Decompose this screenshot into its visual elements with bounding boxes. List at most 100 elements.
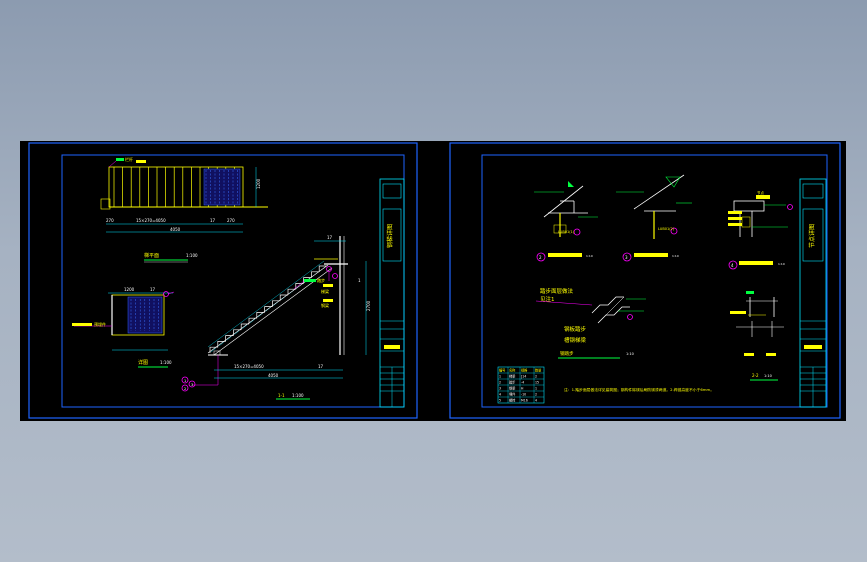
detail-2-num-circle — [622, 252, 632, 262]
detail-1-ref: LUB01(1) — [558, 230, 575, 234]
section-callout-2[interactable] — [181, 384, 189, 392]
table-cell: 梯梁 — [509, 374, 516, 379]
plan-view-scale: 1:100 — [186, 253, 198, 258]
detail-2[interactable]: LUB01(2) 3 1:10 — [616, 174, 692, 262]
step-brace — [226, 336, 232, 341]
step-brace — [210, 347, 217, 353]
callout-3-text: 3 — [191, 383, 193, 387]
stair-step — [318, 265, 327, 272]
plan-dim-right: 270 — [227, 218, 235, 223]
detail-title: 详图 — [138, 359, 148, 366]
section-view-title: 1-1 — [278, 393, 285, 398]
stair-step — [272, 300, 281, 307]
table-cell: 15 — [535, 381, 539, 385]
stair-step — [209, 346, 218, 353]
stair-step — [256, 312, 265, 319]
sheet-border — [28, 142, 418, 419]
detail-1-num-circle — [536, 252, 546, 262]
table-cell: 螺栓 — [509, 398, 516, 403]
table-cell: [14 — [521, 375, 526, 379]
table-header-cell: 编号 — [499, 368, 505, 373]
step-brace — [218, 342, 224, 347]
table-header-cell: 规格 — [521, 368, 528, 373]
table-cell: M16 — [521, 399, 528, 403]
step-brace — [249, 318, 256, 324]
stair-step — [248, 317, 257, 324]
callout-1-text: 1 — [184, 379, 186, 383]
drawing-sheet-1[interactable]: 钢梯详图 1200 栏杆 270 15×270=4050 17 270 — [28, 141, 420, 419]
bolt-detail[interactable]: 2-2 1:10 — [730, 291, 784, 381]
table-cell: 4 — [499, 393, 501, 397]
title-block-name: 节点详图 — [808, 224, 816, 248]
detail-dim-small: 17 — [150, 287, 156, 292]
connection-detail-view[interactable]: 1200 17 预埋件 1:100 详图 — [72, 287, 175, 368]
stair-step — [233, 329, 242, 336]
section-callout-1[interactable] — [181, 376, 189, 384]
table-cell: 5 — [499, 399, 501, 403]
detail-scale-text: 1:100 — [160, 360, 172, 365]
table-cell: 1 — [499, 375, 501, 379]
stair-step — [279, 294, 288, 301]
tread-label: 踏步 — [317, 277, 325, 283]
detail-2-scale: 1:10 — [672, 254, 679, 258]
stair-plan-view[interactable]: 1200 栏杆 270 15×270=4050 17 270 4050 梯平面 … — [100, 156, 268, 263]
table-cell: 3 — [499, 387, 501, 391]
stair-step — [264, 306, 273, 313]
drawing-sheet-2[interactable]: 节点详图 LUB01(1) 2 1:10 — [448, 141, 844, 419]
plan-dim-total: 4050 — [170, 227, 181, 232]
plan-dim-mid: 17 — [210, 218, 216, 223]
detail-width-dim: 1200 — [124, 287, 135, 292]
table-cell: 钢梁 — [509, 386, 516, 391]
detail-2-num: 3 — [625, 255, 628, 260]
detail-2-ref: LUB01(2) — [658, 227, 675, 231]
tread-note-a: 踏步面层做法 — [540, 287, 574, 295]
section-mark: 1 — [358, 278, 361, 283]
step-brace — [242, 324, 248, 329]
detail-3-num: 4 — [731, 263, 734, 268]
table-cell: 埋件 — [509, 392, 516, 397]
sheet-border — [449, 142, 841, 419]
table-header-cell: 名称 — [509, 368, 516, 373]
tread-scale: 1:10 — [626, 352, 634, 356]
section-dim-top: 17 — [327, 235, 333, 240]
title-block-name: 钢梯详图 — [386, 224, 394, 248]
stair-step — [225, 335, 234, 342]
section-dim-mid: 17 — [318, 364, 324, 369]
table-cell: 2 — [535, 375, 537, 379]
title-block: 钢梯详图 — [379, 178, 405, 408]
section-height-dim: 2700 — [366, 300, 371, 311]
callout-2-text: 2 — [184, 387, 186, 391]
detail-3-ref: 节点 — [757, 190, 765, 195]
detail-1-scale: 1:10 — [586, 254, 593, 258]
plan-dim-run: 15×270=4050 — [136, 218, 166, 223]
table-header-cell: 数量 — [535, 368, 542, 373]
detail-3[interactable]: 节点 4 1:10 — [728, 190, 793, 270]
detail-1-num: 2 — [539, 255, 542, 260]
table-cell: 2 — [535, 393, 537, 397]
section-dim-total: 4050 — [268, 373, 279, 378]
plan-dim-left: 270 — [106, 218, 114, 223]
plan-view-title: 梯平面 — [144, 252, 159, 259]
bolt-caption: 2-2 — [752, 373, 759, 378]
stair-step — [311, 271, 320, 278]
section-view-scale: 1:100 — [292, 393, 304, 398]
cad-viewport[interactable]: 钢梯详图 1200 栏杆 270 15×270=4050 17 270 — [20, 141, 846, 421]
bolt-scale: 1:10 — [764, 374, 772, 378]
tread-detail[interactable]: 踏步面层做法 见注1 钢板踏步 槽钢梯梁 钢踏步 1:10 — [535, 287, 646, 359]
tread-caption: 钢踏步 — [560, 350, 574, 357]
tread-note-c: 钢板踏步 — [564, 325, 587, 333]
beam-label: 钢梁 — [321, 302, 329, 308]
step-brace — [234, 330, 240, 335]
tread-note-d: 槽钢梯梁 — [564, 336, 587, 344]
stair-section-view[interactable]: 17 2700 1 2 3 踏步 梯梁 钢梁 — [181, 235, 371, 400]
railing-label: 栏杆 — [125, 156, 133, 162]
inner-frame — [481, 154, 828, 408]
detail-1[interactable]: LUB01(1) 2 1:10 — [534, 181, 598, 262]
step-brace — [257, 313, 263, 318]
table-cell: 踏步 — [509, 380, 515, 385]
stringer-label: 梯梁 — [321, 288, 329, 294]
stair-step — [217, 341, 226, 348]
section-callout-3[interactable] — [188, 380, 196, 388]
tread-note-b: 见注1 — [540, 295, 555, 303]
